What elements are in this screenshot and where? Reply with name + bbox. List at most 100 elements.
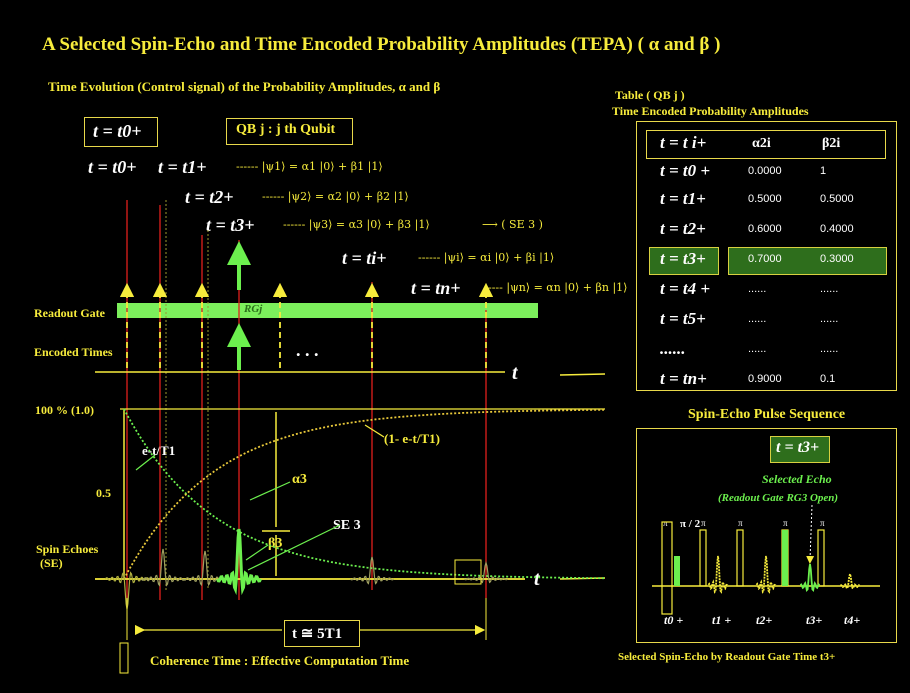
state-psi3: ------ |ψ3⟩ = α3 |0⟩ + β3 |1⟩ [283,218,430,231]
state-psi1: ------ |ψ1⟩ = α1 |0⟩ + β1 |1⟩ [236,160,383,173]
state-psi3-arrow: ⟶ ( SE 3 ) [482,218,543,231]
pulse-pi [736,529,744,587]
pulse-pi [699,529,707,587]
state-psi2: ------ |ψ2⟩ = α2 |0⟩ + β2 |1⟩ [262,190,409,203]
half-label: 0.5 [96,486,111,500]
state-psii: ------ |ψi⟩ = αi |0⟩ + βi |1⟩ [418,251,555,264]
pulse-echo-4 [840,570,860,590]
time-label-t2: t = t2+ [185,187,234,207]
spin-echo-n [464,561,508,584]
pulse-t3-box [770,436,830,463]
decay-pointer [135,454,156,471]
table-row-alpha: ...... [748,283,767,295]
table-header-box [646,130,886,159]
table-row-t: t = t3+ [660,249,706,268]
table-row-t: t = t0 + [660,161,711,180]
table-row-t: ...... [660,339,686,358]
alpha3-pointer [249,481,291,501]
table-row-beta: ...... [820,343,839,355]
pulse-tick-label: t4+ [844,613,861,627]
pulse-caption: Selected Spin-Echo by Readout Gate Time … [618,651,836,663]
decay-curve-label: e-t/T1 [142,443,176,458]
pi-label: π [701,518,706,528]
table-row-alpha: 0.0000 [748,165,782,177]
pi-half-label: π / 2 [680,518,701,530]
pulse-tick-label: t1 + [712,613,732,627]
encoded-time-axis-tail [559,373,606,376]
selected-echo-label: Selected Echo [762,472,832,486]
table-row-t: t = t1+ [660,189,706,208]
growth-curve [123,408,604,580]
spin-echo-i [350,556,394,585]
pulse-pi-half [661,521,673,615]
table-row-alpha: ...... [748,343,767,355]
table-row-t: t = tn+ [660,369,707,388]
table-header-beta: β2i [822,136,841,151]
hundred-percent-label: 100 % (1.0) [35,403,94,417]
encoded-times-label: Encoded Times [34,345,113,359]
table-row-alpha: ...... [748,313,767,325]
table-row-beta: ...... [820,313,839,325]
readout-open-label: (Readout Gate RG3 Open) [718,492,839,504]
pulse-echo-1 [707,555,729,594]
t0-box-label: t = t0+ [93,121,142,141]
rgj-label: RGj [244,303,263,315]
growth-curve-label: (1- e-t/T1) [384,431,440,446]
state-psin: ---- |ψn⟩ = αn |0⟩ + βn |1⟩ [488,281,628,294]
table-row-beta: 1 [820,165,827,177]
table-row-beta: 0.3000 [820,253,854,265]
qubit-box [226,118,353,145]
t-axis-label-bottom: t [534,568,540,590]
time-label-tn: t = tn+ [411,278,461,298]
table-row-t: t = t4 + [660,279,711,298]
coherence-box-label: t ≅ 5T1 [292,626,343,642]
se3-label: SE 3 [333,518,361,533]
pulse-tick-label: t2+ [756,613,773,627]
pi-label: π [820,518,825,528]
alpha3-label: α3 [292,472,307,487]
table-row-alpha: 0.9000 [748,373,782,385]
coherence-box [284,620,360,647]
echo-n-box [454,559,482,585]
table-row-beta: ...... [820,283,839,295]
readout-gate-label: Readout Gate [34,306,105,320]
table-row-beta: 0.4000 [820,223,854,235]
t0-box [84,117,158,147]
table-row-beta: 0.1 [820,373,836,385]
spin-echoes-label: Spin Echoes [36,542,99,556]
table-row-t: t = t5+ [660,309,706,328]
time-label-t0: t = t0+ [88,157,137,177]
table-row-alpha: 0.7000 [748,253,782,265]
table-row-beta: 0.5000 [820,193,854,205]
slide-title: A Selected Spin-Echo and Time Encoded Pr… [42,34,721,55]
pulse-pi [817,529,825,587]
table-header-alpha: α2i [752,136,771,151]
time-label-t1: t = t1+ [158,157,207,177]
pulse-echo-3-selected [799,563,821,593]
table-row-t: t = t2+ [660,219,706,238]
pulse-tick-label: t0 + [664,613,684,627]
pulse-pi-filled [782,530,788,586]
coherence-caption: Coherence Time : Effective Computation T… [150,653,410,668]
table-caption-1: Table ( QB j ) [615,88,685,102]
pi-label: π [738,518,743,528]
decay-curve [123,408,604,580]
tick-box [119,642,129,674]
pulse-title: Spin-Echo Pulse Sequence [688,407,846,422]
spin-echo-3-selected [216,528,262,596]
spin-echo-1 [140,548,186,587]
t-axis-label-top: t [512,362,518,384]
se-label: (SE) [40,556,63,570]
pulse-frame [636,428,897,643]
pulse-echo-2 [755,555,777,594]
pulse-tick-label: t3+ [806,613,823,627]
time-label-t3: t = t3+ [206,215,255,235]
qubit-box-label: QB j : j th Qubit [236,122,336,137]
table-caption-2: Time Encoded Probability Amplitudes [612,104,809,118]
ellipsis-dots: . . . [296,340,319,360]
readout-gate-bar [117,303,538,318]
beta3-pointer [245,544,269,561]
highlight-t-cell [649,247,719,275]
